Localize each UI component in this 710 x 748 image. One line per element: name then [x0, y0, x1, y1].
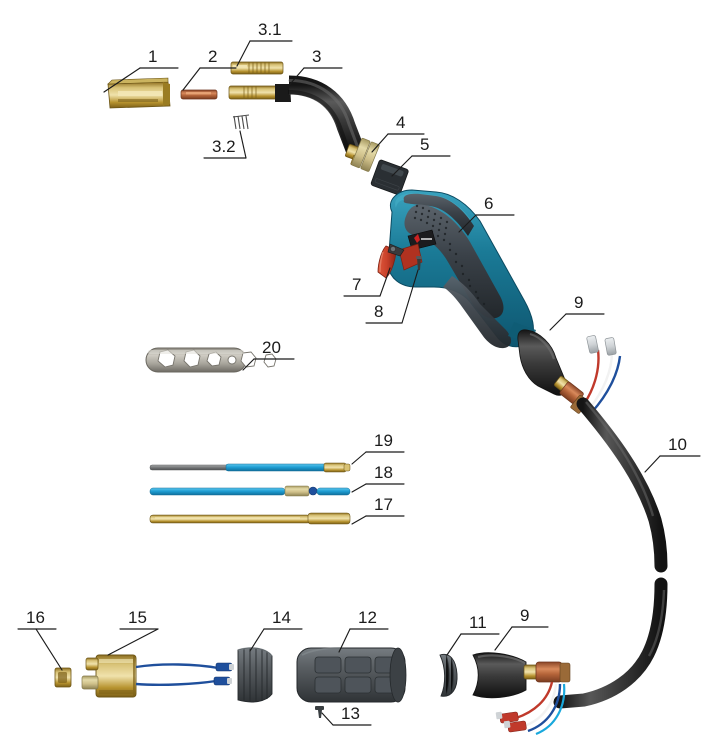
callout-leader-5	[391, 155, 413, 177]
callout-label-14: 14	[272, 608, 291, 627]
part-spring	[232, 114, 250, 130]
callout-1: 1	[103, 47, 179, 93]
callout-leader-19	[351, 451, 367, 465]
callout-label-16: 16	[26, 608, 45, 627]
callout-16: 16	[17, 608, 63, 671]
callout-leader-9	[549, 313, 567, 331]
part-trigger-screw	[416, 256, 422, 270]
callout-label-13: 13	[341, 704, 360, 723]
callout-label-17: 17	[374, 495, 393, 514]
part-tip-adaptor	[230, 61, 284, 75]
callout-label-1: 1	[148, 47, 157, 66]
callout-label-4: 4	[396, 113, 405, 132]
callout-19: 19	[351, 431, 405, 465]
callout-leader-16	[35, 628, 63, 671]
callout-label-18: 18	[374, 463, 393, 482]
callout-label-9b: 9	[520, 606, 529, 625]
callout-label-2: 2	[208, 47, 217, 66]
callout-13: 13	[321, 704, 372, 726]
callout-leader-20	[242, 358, 255, 371]
callout-leader-17	[351, 515, 367, 525]
callout-leader-11	[446, 633, 462, 656]
callout-2: 2	[182, 47, 237, 91]
part-teflon-liner-blue	[149, 485, 351, 497]
callout-label-7: 7	[352, 275, 361, 294]
callout-leader-8	[401, 269, 419, 324]
callout-12: 12	[338, 608, 389, 653]
callout-leader-9b	[494, 626, 513, 651]
part-connector-bush	[54, 667, 72, 688]
part-cap-collar	[439, 653, 458, 697]
callout-leader-3.1	[236, 40, 251, 67]
part-euro-connector	[81, 654, 234, 698]
part-steel-liner	[149, 462, 351, 473]
callout-17: 17	[351, 495, 405, 525]
callout-label-10: 10	[668, 435, 687, 454]
callout-label-6: 6	[484, 194, 493, 213]
callout-3.2: 3.2	[203, 130, 247, 159]
part-gas-nozzle	[107, 77, 171, 109]
callout-label-19: 19	[374, 431, 393, 450]
callout-5: 5	[391, 135, 451, 177]
part-strain-relief-boot-lower	[472, 652, 571, 736]
part-strain-relief-boot-upper	[517, 329, 622, 414]
part-swan-neck	[228, 75, 365, 168]
callout-leader-15	[107, 628, 159, 656]
callout-label-8: 8	[374, 302, 383, 321]
callout-leader-10	[644, 455, 661, 473]
part-trigger	[377, 243, 405, 279]
callout-3.1: 3.1	[236, 20, 293, 67]
callout-8: 8	[365, 269, 419, 324]
callout-3: 3	[284, 47, 343, 91]
callout-label-12: 12	[358, 608, 377, 627]
callout-leader-1	[103, 67, 141, 93]
callout-leader-6	[458, 214, 477, 233]
callout-10: 10	[644, 435, 701, 473]
part-knurled-nut	[237, 647, 273, 703]
callout-7: 7	[343, 267, 391, 297]
callout-15: 15	[107, 608, 159, 656]
callout-label-3.2: 3.2	[212, 137, 236, 156]
callout-label-5: 5	[420, 135, 429, 154]
callout-leader-3	[284, 67, 305, 91]
part-brass-liner	[149, 512, 351, 525]
callout-leader-7	[379, 267, 391, 297]
callout-11: 11	[446, 613, 500, 656]
callout-label-3.1: 3.1	[258, 20, 282, 39]
callout-label-9: 9	[574, 293, 583, 312]
callout-leader-12	[338, 628, 351, 653]
part-torch-cable	[553, 397, 668, 709]
part-connector-handle	[296, 647, 407, 703]
callout-20: 20	[242, 338, 295, 371]
part-set-screw	[315, 706, 324, 718]
callout-label-20: 20	[262, 338, 281, 357]
callout-9: 9	[549, 293, 605, 331]
part-contact-tip	[180, 89, 218, 100]
callout-label-3: 3	[312, 47, 321, 66]
callout-leader-2	[182, 67, 201, 91]
callout-leader-4	[371, 133, 389, 153]
callout-leader-14	[249, 628, 265, 652]
callout-leader-18	[351, 483, 367, 493]
callout-9b: 9	[494, 606, 549, 651]
callout-4: 4	[371, 113, 425, 153]
callout-14: 14	[249, 608, 303, 652]
part-torch-handle	[387, 189, 536, 349]
callout-leader-13	[321, 712, 334, 726]
callout-18: 18	[351, 463, 405, 493]
callout-6: 6	[458, 194, 515, 233]
callout-label-11: 11	[469, 613, 487, 632]
part-multi-hole-spanner	[145, 347, 277, 373]
callout-leader-3.2	[239, 130, 247, 159]
callout-label-15: 15	[128, 608, 147, 627]
